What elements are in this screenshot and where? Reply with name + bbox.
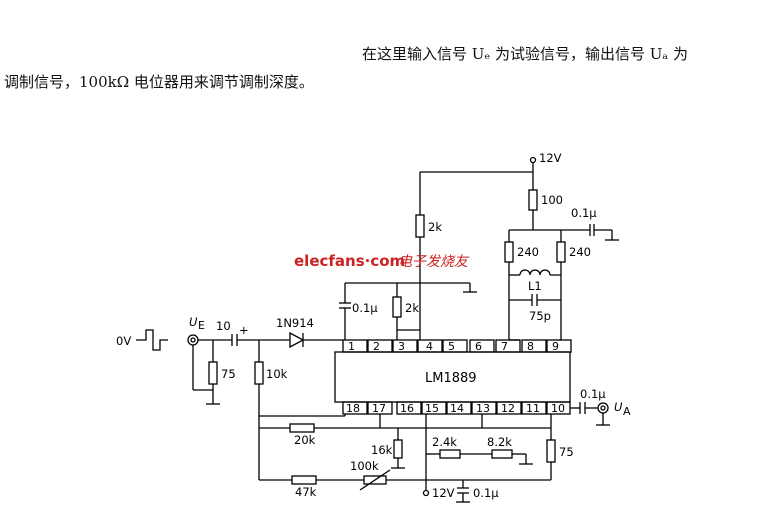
pin-4: 4 [426,340,433,353]
pin-9: 9 [552,340,559,353]
resistor-75-out-label: 75 [559,445,574,459]
signal-level-label: 0V [116,334,131,348]
pin-box-15 [421,401,447,415]
pin-box-2 [367,339,393,353]
resistor-75-in-label: 75 [221,367,236,381]
resistor-47k [291,475,317,485]
output-jack-center [600,405,606,411]
pin-6: 6 [475,340,482,353]
diode-1n914 [289,331,305,349]
ic-top-pins: 1 2 3 4 5 6 7 8 9 [342,339,572,353]
pin-5: 5 [448,340,455,353]
input-label: U [189,315,198,329]
resistor-2k-mid [392,296,402,318]
resistor-16k-label: 16k [371,443,393,457]
ic-bottom-pins: 18 17 16 15 14 13 12 11 10 [342,401,571,415]
cap-01-left-label: 0.1μ [352,301,378,315]
resistor-2k-top [415,214,425,238]
vcc-top-terminal [529,156,537,164]
resistor-10k [254,361,264,385]
vcc-top-label: 12V [539,151,562,165]
resistor-240-left-label: 240 [517,245,539,259]
ic-name: LM1889 [425,371,477,386]
pin-3: 3 [398,340,405,353]
watermark-site: elecfans·com [294,252,405,270]
inductor-l1-label: L1 [528,279,542,293]
description-line-2: 调制信号，100kΩ 电位器用来调节调制深度。 [4,73,314,91]
pin-15: 15 [425,402,439,415]
pin-box-14 [446,401,472,415]
pin-box-1 [342,339,368,353]
resistor-2k-top-label: 2k [428,220,442,234]
resistor-10k-label: 10k [266,367,288,381]
input-jack-center [190,337,196,343]
pin-1: 1 [348,340,355,353]
pin-box-13 [471,401,497,415]
vcc-bottom-terminal [422,489,430,497]
diode-label: 1N914 [276,316,314,330]
pin-8: 8 [527,340,534,353]
resistor-2k-mid-label: 2k [405,301,419,315]
pin-10: 10 [551,402,565,415]
input-subscript: E [198,319,205,332]
cap-10-plus: + [239,323,249,337]
inductor-l1 [519,269,561,276]
resistor-2-4k [439,449,461,459]
pin-box-4 [417,339,443,353]
resistor-75-in [208,361,218,385]
pin-16: 16 [400,402,414,415]
resistor-16k [393,439,403,459]
description-line-1: 在这里输入信号 Uₑ 为试验信号，输出信号 Uₐ 为 [362,45,688,63]
cap-01-out-label: 0.1μ [580,387,606,401]
cap-01-top-label: 0.1μ [571,206,597,220]
pin-box-16 [396,401,422,415]
pot-arrow [359,469,391,491]
output-subscript: A [623,405,631,418]
pin-box-7 [495,339,521,353]
potentiometer-100k-label: 100k [350,459,379,473]
resistor-2-4k-label: 2.4k [432,435,457,449]
resistor-20k-label: 20k [294,433,316,447]
cap-10-label: 10 [216,319,231,333]
resistor-47k-label: 47k [295,485,317,499]
resistor-100-label: 100 [541,193,563,207]
watermark-cn: 电子发烧友 [398,254,470,270]
pin-11: 11 [526,402,540,415]
resistor-240-right-label: 240 [569,245,591,259]
resistor-100 [528,189,538,211]
pin-12: 12 [501,402,515,415]
square-wave-icon [136,329,168,351]
pin-box-9 [546,339,572,353]
cap-01-bottom-label: 0.1μ [473,486,499,500]
resistor-20k [289,423,315,433]
resistor-240-left [504,241,514,263]
resistor-240-right [556,241,566,263]
pin-box-6 [469,339,495,353]
pin-box-8 [521,339,547,353]
output-jack [597,402,609,414]
pin-box-3 [392,339,418,353]
pin-17: 17 [372,402,386,415]
resistor-75-out [546,439,556,463]
pin-box-11 [521,401,547,415]
cap-75p-label: 75p [529,309,551,323]
resistor-8-2k [491,449,513,459]
input-jack [187,334,199,346]
pin-box-18 [342,401,368,415]
pin-box-5 [442,339,468,353]
resistor-8-2k-label: 8.2k [487,435,512,449]
output-label: U [614,400,623,414]
pin-14: 14 [450,402,464,415]
pin-7: 7 [501,340,508,353]
pin-18: 18 [346,402,360,415]
vcc-bottom-label: 12V [432,486,455,500]
pin-2: 2 [373,340,380,353]
pin-box-12 [496,401,522,415]
pin-13: 13 [476,402,490,415]
